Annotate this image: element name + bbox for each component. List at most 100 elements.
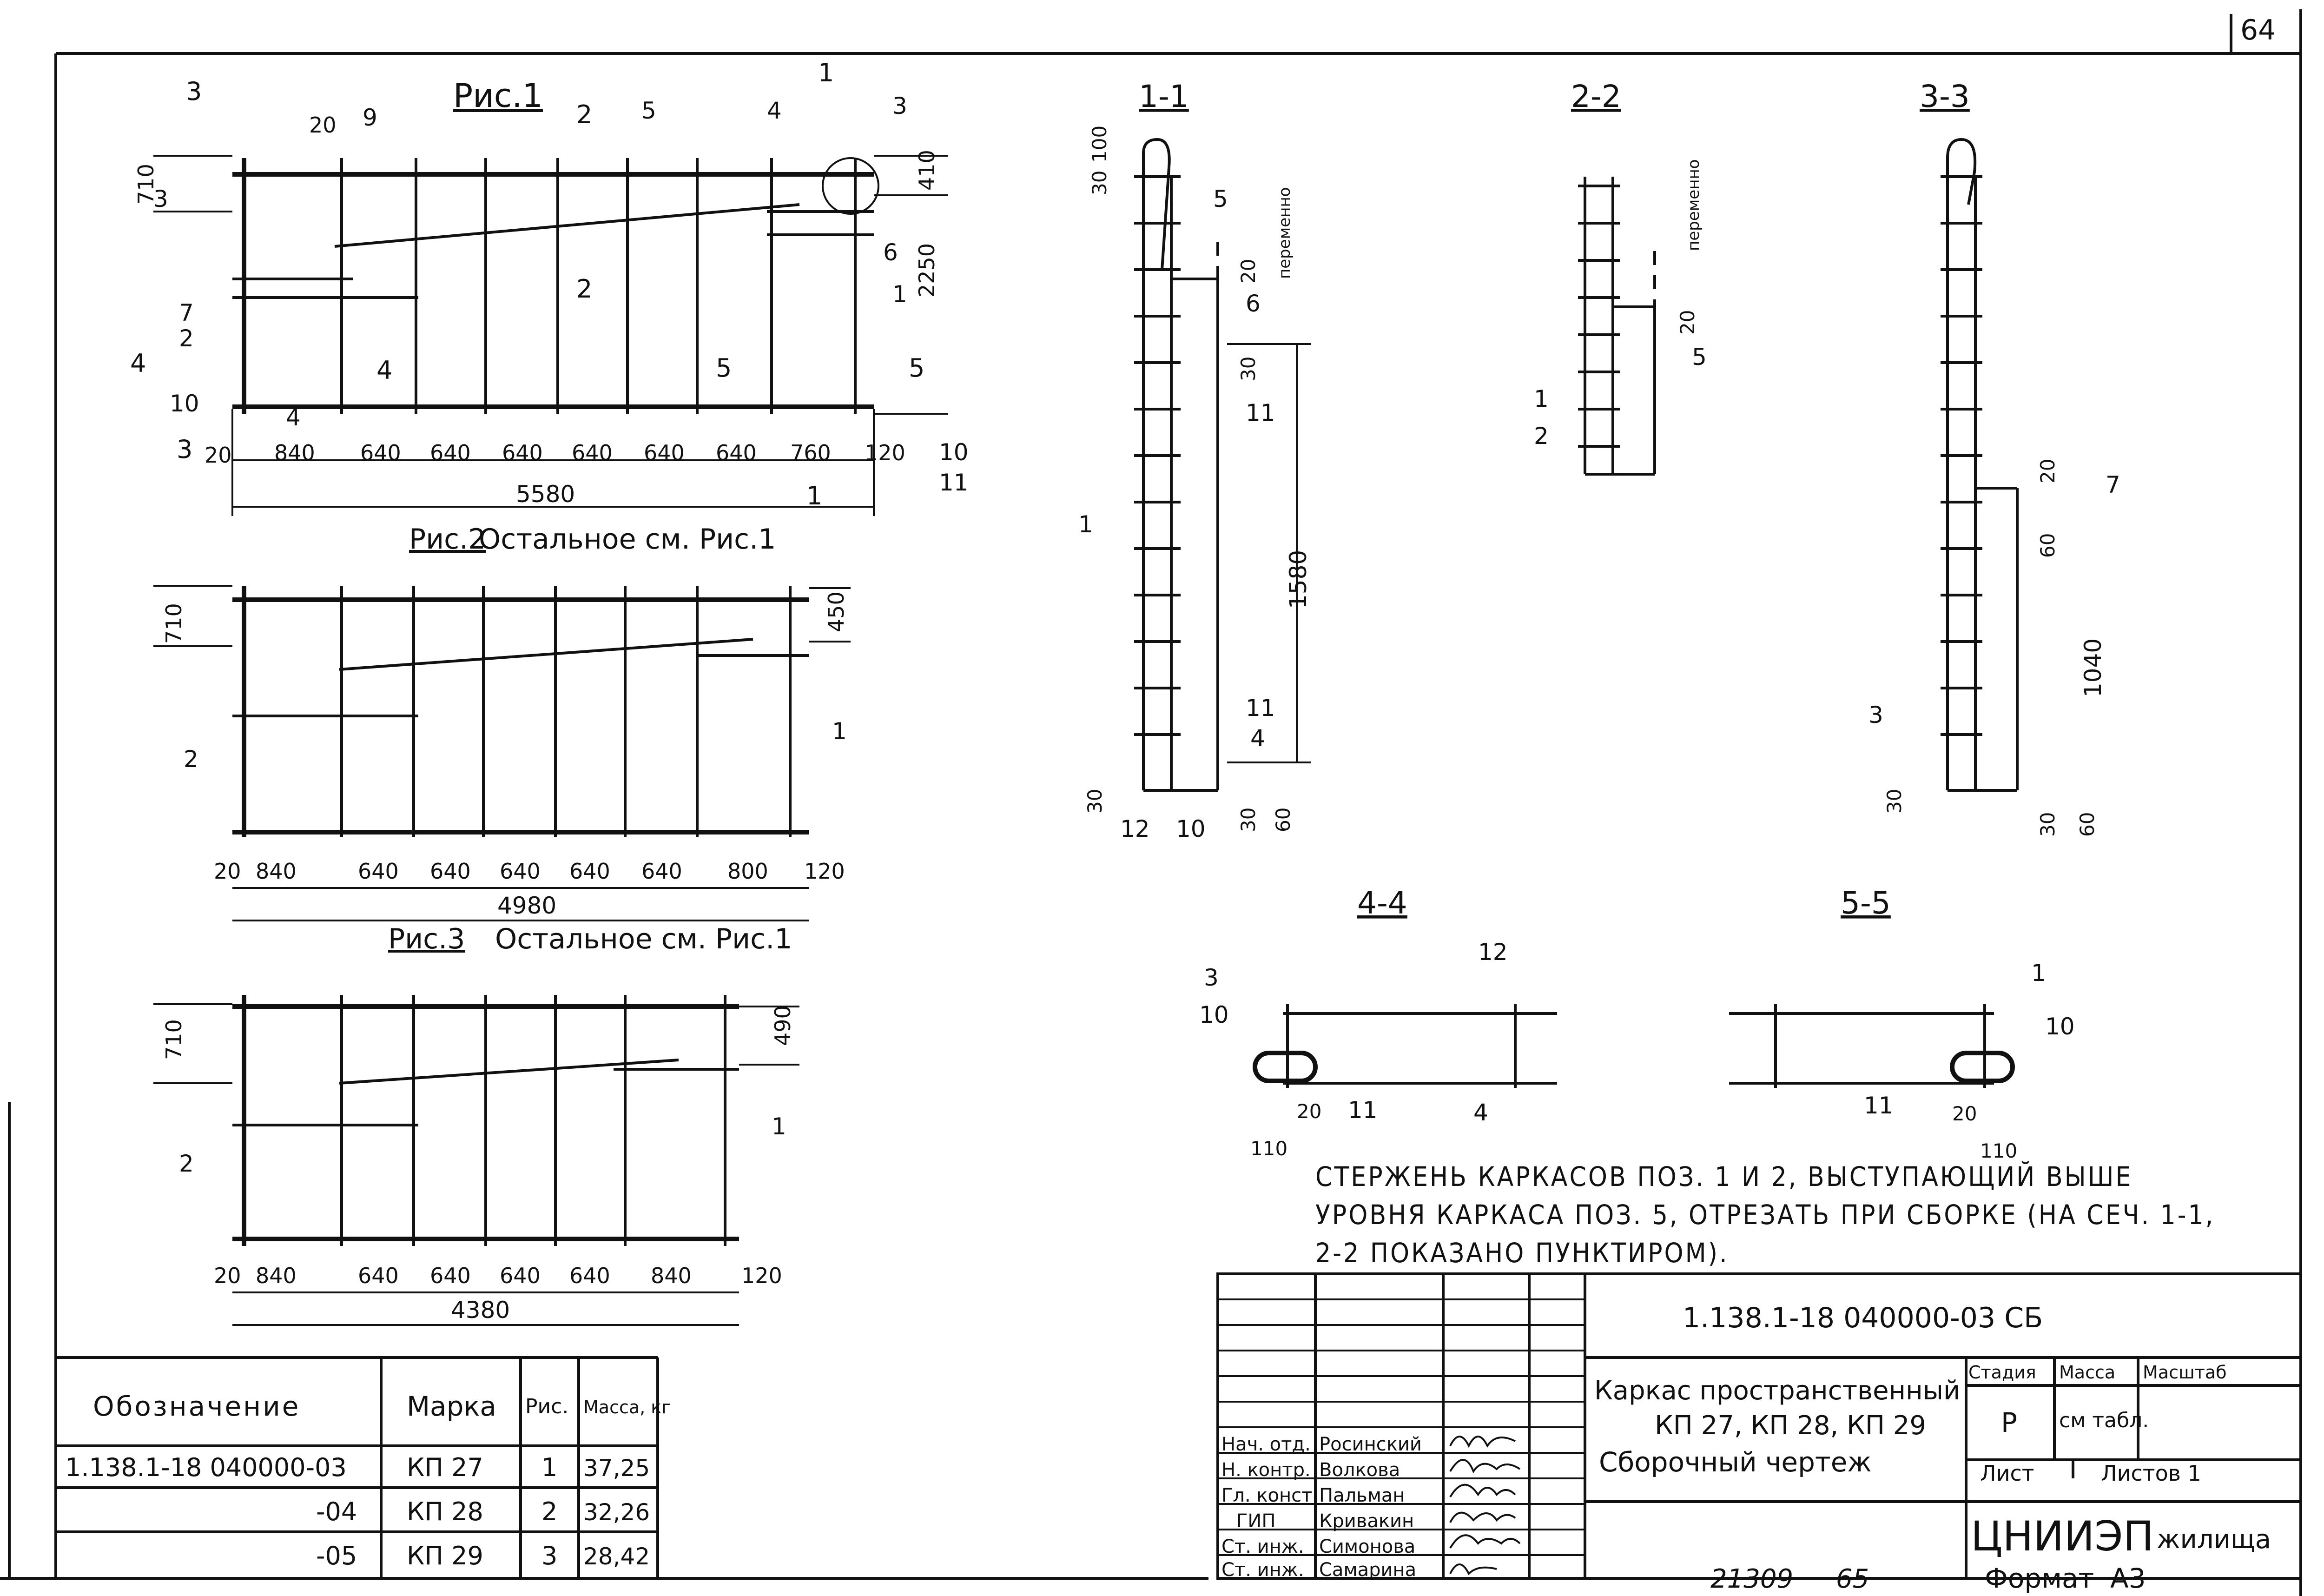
stage-label: Стадия <box>1968 1362 2036 1383</box>
signer-2-name: Волкова <box>1319 1459 1400 1481</box>
s11-dim-60: 60 <box>1272 808 1294 832</box>
footer-inventory: 21309 <box>1710 1564 1793 1594</box>
s22-callout-2: 2 <box>1534 423 1549 450</box>
mark-5-mid: 5 <box>716 353 732 383</box>
fig2-span-8: 120 <box>804 859 845 884</box>
fig1-span-6: 640 <box>644 440 685 465</box>
fig3-span-4: 640 <box>500 1263 541 1288</box>
fig2-span-3: 640 <box>430 859 471 884</box>
fig3-callout-1: 1 <box>772 1113 786 1140</box>
s11-callout-10: 10 <box>1176 815 1206 842</box>
signer-5-role: Ст. инж. <box>1221 1536 1304 1557</box>
s11-dim-1580: 1580 <box>1285 550 1312 609</box>
fig1-height-410: 410 <box>914 150 939 191</box>
spec-table: Обозначение Марка Рис. Масса, кг 1.138.1… <box>56 1356 671 1580</box>
footer-page: 65 <box>1836 1564 1869 1594</box>
signer-6-name: Самарина <box>1319 1559 1416 1581</box>
spec-r1-designation: 1.138.1-18 040000-03 <box>65 1453 347 1482</box>
fig3-callout-2: 2 <box>179 1150 194 1177</box>
fig3-span-3: 640 <box>430 1263 471 1288</box>
s44-callout-12: 12 <box>1478 939 1508 966</box>
fig2-span-4: 640 <box>500 859 541 884</box>
signer-3-name: Пальман <box>1319 1485 1405 1506</box>
fig1-span-9: 120 <box>865 440 905 465</box>
s11-dim-30d: 30 <box>1237 808 1260 832</box>
footer-format-label: Формат <box>1985 1563 2094 1594</box>
section-5-5: 5-5 1 10 11 20 110 <box>1729 885 2075 1162</box>
fig1-callout-10b: 10 <box>939 439 969 466</box>
s44-dim-110: 110 <box>1250 1137 1287 1160</box>
s33-dim-30b: 30 <box>2036 812 2059 837</box>
fig1-callouts: 3 9 5 4 3 6 1 7 2 10 4 10 11 <box>153 93 969 496</box>
fig1-span-0: 20 <box>205 443 232 468</box>
fig1-callout-4b: 4 <box>286 404 301 431</box>
signer-2-role: Н. контр. <box>1221 1459 1311 1481</box>
spec-r2-designation: -04 <box>316 1497 357 1526</box>
spec-r1-fig: 1 <box>541 1453 557 1482</box>
fig2-span-5: 640 <box>569 859 610 884</box>
fig1-height-710: 710 <box>133 164 158 205</box>
signature-4 <box>1449 1511 1516 1523</box>
figure-2 <box>153 585 851 921</box>
s22-dim-20: 20 <box>1676 310 1699 335</box>
fig3-span-6: 840 <box>651 1263 692 1288</box>
s22-dim-var: переменно <box>1684 159 1703 251</box>
fig1-section-marks: 3 2 1 2 4 4 5 5 3 1 <box>130 58 924 510</box>
s22-callout-5: 5 <box>1692 344 1707 371</box>
fig1-callout-9: 9 <box>363 104 377 131</box>
s33-dim-20: 20 <box>2036 459 2059 483</box>
signature-5 <box>1449 1534 1521 1549</box>
s11-callout-5: 5 <box>1213 185 1228 212</box>
signer-1-name: Росинский <box>1319 1434 1422 1455</box>
fig2-dimensions: 20 840 640 640 640 640 640 800 120 4980 … <box>161 591 849 919</box>
signer-1-role: Нач. отд. <box>1221 1434 1311 1455</box>
section-1-1: 1-1 <box>1134 79 1311 792</box>
spec-r2-fig: 2 <box>541 1497 557 1526</box>
fig1-span-2: 640 <box>360 440 401 465</box>
mark-2-top: 2 <box>576 100 592 129</box>
s44-callout-10: 10 <box>1199 1001 1229 1028</box>
s11-callout-1: 1 <box>1078 511 1093 538</box>
sheets-label: Листов 1 <box>2101 1461 2201 1486</box>
mark-1-bottom: 1 <box>806 481 822 510</box>
sheet-label: Лист <box>1980 1461 2034 1486</box>
doc-code: 1.138.1-18 040000-03 СБ <box>1683 1302 2043 1334</box>
fig1-span-5: 640 <box>572 440 613 465</box>
s11-dim-20: 20 <box>1237 259 1260 284</box>
signature-1 <box>1449 1436 1516 1448</box>
fig2-callout-1: 1 <box>832 718 847 745</box>
fig1-callout-3a: 3 <box>153 185 168 212</box>
spec-r3-fig: 3 <box>541 1541 557 1570</box>
fig1-span-3: 640 <box>430 440 471 465</box>
mass-value: см табл. <box>2059 1409 2149 1432</box>
s11-labels: 30 100 20 30 1580 30 30 60 переменно 5 6… <box>1078 126 1312 842</box>
fig1-callout-6: 6 <box>883 239 898 266</box>
s22-callout-1: 1 <box>1534 385 1549 412</box>
s11-dim-100: 100 <box>1088 126 1111 163</box>
fig2-callout-2: 2 <box>184 746 198 773</box>
spec-r2-mark: КП 28 <box>407 1497 483 1526</box>
spec-header-mass: Масса, кг <box>583 1397 671 1417</box>
signer-6-role: Ст. инж. <box>1221 1559 1304 1581</box>
fig3-caption-label: Рис.3 <box>388 923 465 955</box>
s44-callout-3: 3 <box>1204 964 1219 991</box>
mass-label: Масса <box>2059 1362 2115 1383</box>
s33-dim-60b: 60 <box>2076 812 2099 837</box>
fig1-title: Рис.1 <box>453 77 543 115</box>
title-line-1: Каркас пространственный <box>1594 1376 1960 1406</box>
assembly-note: Стержень каркасов поз. 1 и 2, выступающи… <box>1315 1161 2215 1269</box>
signer-5-name: Симонова <box>1319 1536 1415 1557</box>
fig2-span-1: 840 <box>256 859 297 884</box>
mark-1-top: 1 <box>818 58 834 87</box>
signature-3 <box>1449 1483 1516 1498</box>
s33-dim-60: 60 <box>2036 533 2059 558</box>
s33-callout-7: 7 <box>2106 471 2120 498</box>
title-line-2: КП 27, КП 28, КП 29 <box>1655 1411 1926 1441</box>
spec-r3-mark: КП 29 <box>407 1541 483 1570</box>
spec-header-fig: Рис. <box>525 1395 568 1418</box>
stage-value: Р <box>2001 1407 2017 1438</box>
s33-title: 3-3 <box>1920 79 1970 114</box>
s11-dim-30b: 30 <box>1237 357 1260 381</box>
fig2-span-0: 20 <box>214 859 241 884</box>
signer-4-name: Кривакин <box>1319 1510 1414 1532</box>
